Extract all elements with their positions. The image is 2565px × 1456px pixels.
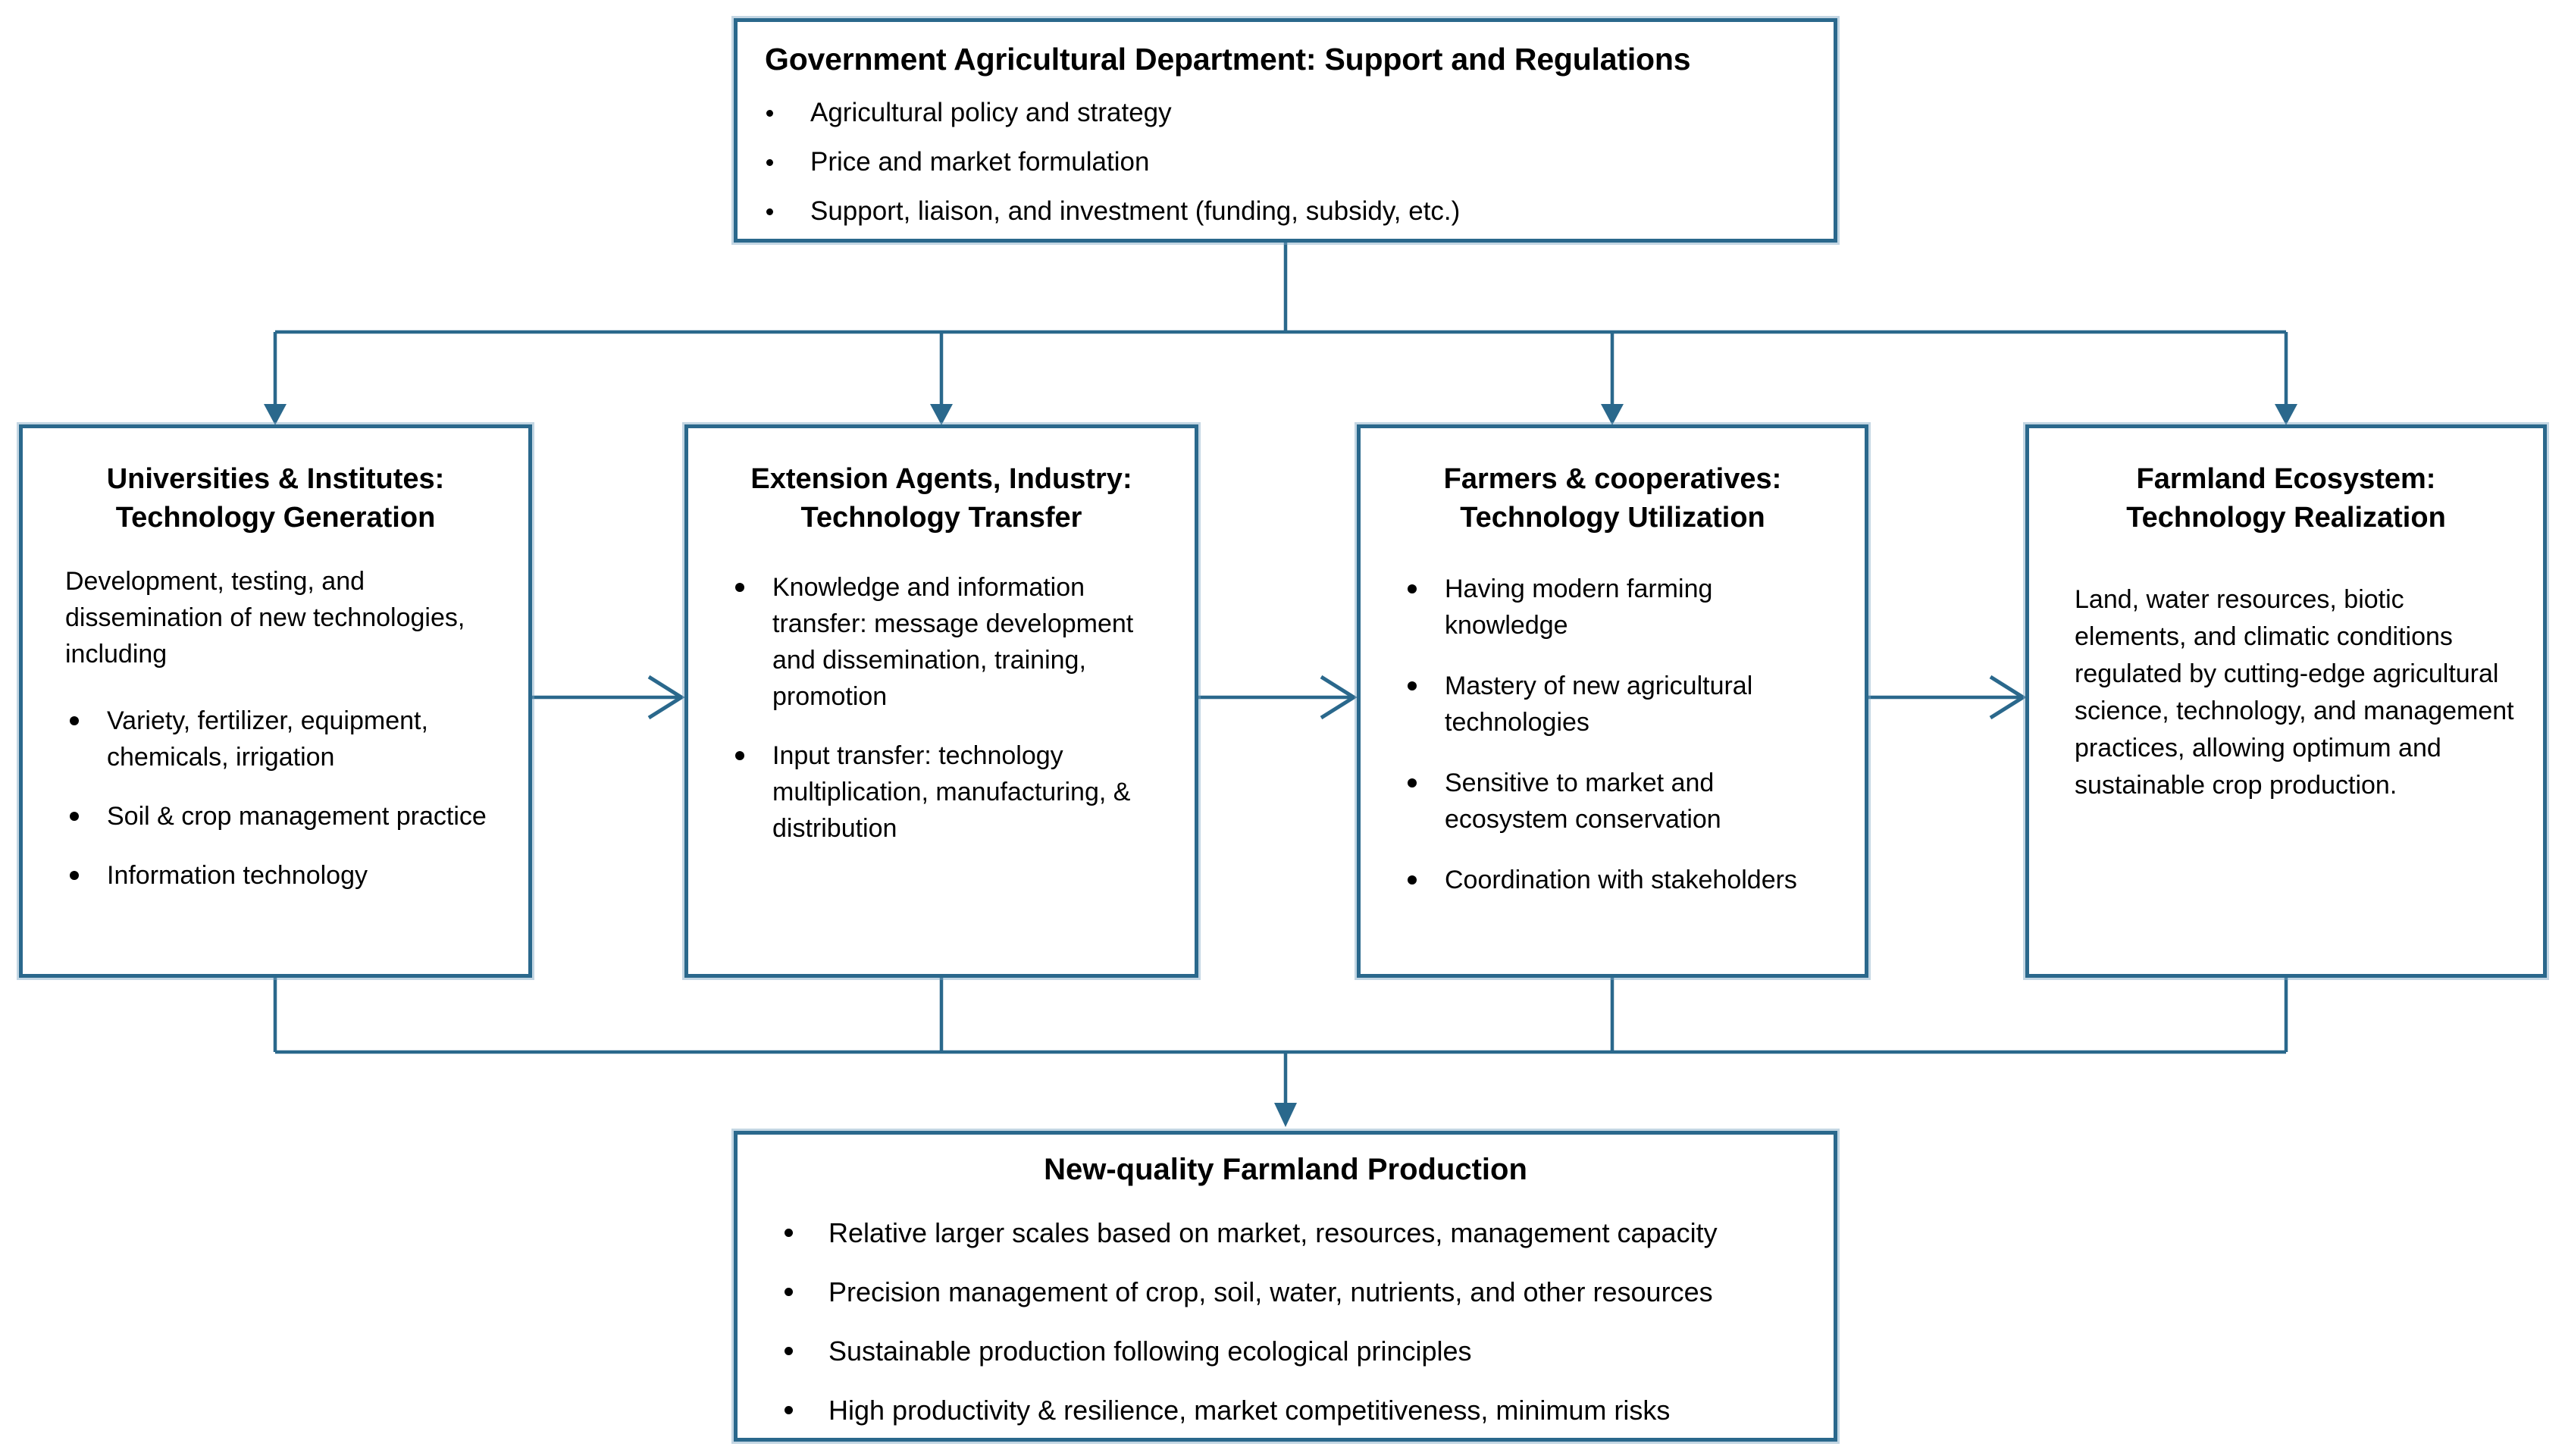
universities-box: Universities & Institutes: Technology Ge…	[19, 424, 532, 978]
farmland-ecosystem-box: Farmland Ecosystem: Technology Realizati…	[2025, 424, 2547, 978]
bullet-dot-icon	[766, 159, 773, 166]
bullet-dot-icon	[785, 1406, 793, 1414]
bullet-item: Precision management of crop, soil, wate…	[785, 1273, 1803, 1310]
arrow-right-icon	[647, 675, 685, 720]
bullet-dot-icon	[1408, 584, 1417, 593]
bullet-item: Sustainable production following ecologi…	[785, 1332, 1803, 1370]
bullet-text: Relative larger scales based on market, …	[828, 1217, 1718, 1248]
title-line: Technology Generation	[115, 502, 436, 534]
bullet-text: Variety, fertilizer, equipment, chemical…	[107, 706, 428, 772]
bullet-dot-icon	[766, 208, 773, 215]
bullet-dot-icon	[785, 1229, 793, 1237]
bullet-item: Having modern farming knowledge	[1408, 571, 1839, 643]
bottom-merge-connector	[273, 978, 2288, 1105]
bullet-item: Mastery of new agricultural technologies	[1408, 668, 1839, 741]
title-line: Extension Agents, Industry:	[750, 463, 1132, 495]
farmland-ecosystem-box-title: Farmland Ecosystem: Technology Realizati…	[2055, 460, 2517, 537]
bottom-arrowhead	[1274, 1103, 1297, 1127]
title-line: Technology Utilization	[1460, 502, 1765, 534]
title-line: Farmland Ecosystem:	[2136, 463, 2436, 495]
arrow-down-icon	[264, 404, 287, 425]
farmland-ecosystem-paragraph: Land, water resources, biotic elements, …	[2075, 585, 2514, 800]
bullet-text: Knowledge and information transfer: mess…	[772, 573, 1134, 711]
bullet-item: Variety, fertilizer, equipment, chemical…	[70, 703, 503, 775]
bullet-text: Support, liaison, and investment (fundin…	[810, 196, 1461, 226]
bullet-dot-icon	[785, 1288, 793, 1296]
arrow-down-icon	[1601, 404, 1624, 425]
bullet-text: Soil & crop management practice	[107, 802, 487, 831]
bullet-dot-icon	[766, 110, 773, 117]
top-arrowheads	[264, 404, 2297, 425]
bullet-text: Precision management of crop, soil, wate…	[828, 1276, 1713, 1307]
arrow-down-icon	[930, 404, 953, 425]
bullet-item: Coordination with stakeholders	[1408, 862, 1839, 898]
bullet-text: Input transfer: technology multiplicatio…	[772, 741, 1131, 843]
universities-intro: Development, testing, and dissemination …	[65, 567, 465, 669]
title-line: Technology Realization	[2126, 502, 2446, 534]
bullet-dot-icon	[70, 716, 79, 725]
farmers-box-title: Farmers & cooperatives: Technology Utili…	[1386, 460, 1839, 537]
bullet-text: Sustainable production following ecologi…	[828, 1335, 1472, 1367]
bullet-item: Soil & crop management practice	[70, 798, 503, 834]
bullet-item: Information technology	[70, 857, 503, 894]
bullet-item: Agricultural policy and strategy	[765, 96, 1806, 130]
arrow-down-icon	[2275, 404, 2297, 425]
universities-box-title: Universities & Institutes: Technology Ge…	[49, 460, 503, 537]
bullet-text: Mastery of new agricultural technologies	[1445, 672, 1753, 737]
extension-agents-box-title: Extension Agents, Industry: Technology T…	[714, 460, 1169, 537]
bullet-dot-icon	[735, 751, 744, 760]
title-line: Universities & Institutes:	[106, 463, 445, 495]
top-fanout-connector	[273, 243, 2288, 406]
government-box-title: Government Agricultural Department: Supp…	[765, 42, 1691, 77]
bullet-text: Coordination with stakeholders	[1445, 866, 1797, 894]
arrow-right-icon	[1989, 675, 2027, 720]
title-line: Technology Transfer	[800, 502, 1082, 534]
bullet-dot-icon	[1408, 681, 1417, 690]
extension-agents-bullet-list: Knowledge and information transfer: mess…	[714, 569, 1169, 847]
production-box-title: New-quality Farmland Production	[1044, 1153, 1527, 1186]
bullet-item: Support, liaison, and investment (fundin…	[765, 194, 1806, 229]
bullet-item: Relative larger scales based on market, …	[785, 1214, 1803, 1251]
arrow-right-icon	[1320, 675, 1358, 720]
bullet-item: High productivity & resilience, market c…	[785, 1392, 1803, 1429]
bullet-dot-icon	[785, 1347, 793, 1355]
bullet-dot-icon	[70, 871, 79, 880]
extension-agents-box: Extension Agents, Industry: Technology T…	[684, 424, 1198, 978]
bullet-item: Knowledge and information transfer: mess…	[735, 569, 1169, 715]
arrow-down-icon	[1274, 1103, 1297, 1127]
bullet-item: Sensitive to market and ecosystem conser…	[1408, 765, 1839, 838]
bullet-text: Price and market formulation	[810, 147, 1150, 177]
government-box: Government Agricultural Department: Supp…	[734, 18, 1837, 243]
bullet-dot-icon	[1408, 875, 1417, 885]
farmers-bullet-list: Having modern farming knowledge Mastery …	[1386, 571, 1839, 898]
government-bullet-list: Agricultural policy and strategy Price a…	[765, 96, 1806, 229]
bullet-dot-icon	[1408, 778, 1417, 787]
bullet-dot-icon	[70, 812, 79, 821]
bullet-text: Sensitive to market and ecosystem conser…	[1445, 769, 1721, 834]
bullet-item: Input transfer: technology multiplicatio…	[735, 737, 1169, 847]
bullet-item: Price and market formulation	[765, 145, 1806, 180]
bullet-text: Agricultural policy and strategy	[810, 98, 1172, 127]
bullet-dot-icon	[735, 583, 744, 592]
bullet-text: Information technology	[107, 861, 368, 890]
bullet-text: Having modern farming knowledge	[1445, 575, 1713, 640]
farmers-box: Farmers & cooperatives: Technology Utili…	[1357, 424, 1868, 978]
universities-bullet-list: Variety, fertilizer, equipment, chemical…	[49, 703, 503, 894]
title-line: Farmers & cooperatives:	[1443, 463, 1782, 495]
production-box: New-quality Farmland Production Relative…	[734, 1131, 1837, 1442]
production-bullet-list: Relative larger scales based on market, …	[768, 1214, 1803, 1429]
bullet-text: High productivity & resilience, market c…	[828, 1395, 1671, 1426]
